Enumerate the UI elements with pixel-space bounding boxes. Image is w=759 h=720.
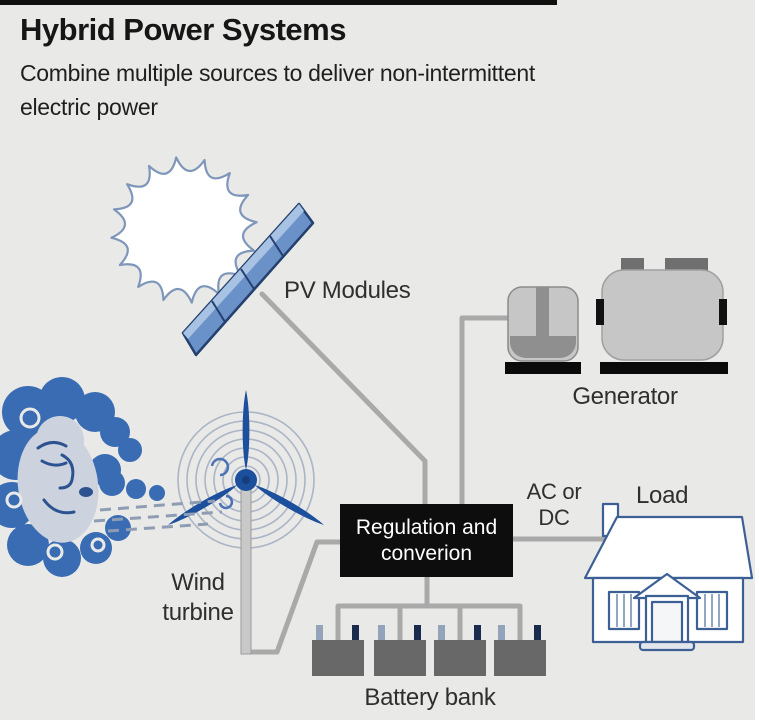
pv-wire: [259, 291, 428, 509]
battery-terminals: [316, 625, 541, 641]
page-title: Hybrid Power Systems: [20, 12, 346, 47]
generator-base: [600, 362, 728, 374]
right-border: [755, 0, 759, 720]
blowing-cloud-icon: [0, 377, 223, 577]
battery: [374, 640, 426, 676]
battery: [434, 640, 486, 676]
wind-curls: [210, 457, 234, 510]
house-window-right: [695, 590, 729, 631]
house-icon: [583, 502, 754, 652]
cloud-face: [17, 416, 99, 543]
wires: [242, 291, 607, 655]
motor-unit: [507, 286, 579, 362]
cloud-mouth: [79, 487, 93, 497]
top-bar: [0, 0, 557, 5]
load-label: Load: [636, 482, 689, 509]
ac-dc-label: AC or DC: [526, 479, 582, 530]
generator-label: Generator: [572, 383, 678, 410]
pv-modules-label: PV Modules: [284, 277, 411, 304]
wind-dash-lines: [93, 499, 223, 533]
panel-dividers: [211, 235, 284, 323]
wind-turbine-wire: [242, 539, 344, 655]
generator-body: [596, 258, 727, 361]
page-subtitle: Combine multiple sources to deliver non-…: [20, 56, 535, 124]
battery: [312, 640, 364, 676]
generator-wire: [459, 315, 512, 509]
battery: [494, 640, 546, 676]
battery-bank-label: Battery bank: [364, 684, 496, 711]
subtitle-line-2: electric power: [20, 94, 158, 120]
engine-generator-icon: [505, 258, 728, 374]
battery-bus-wire: [335, 573, 523, 645]
regulation-box-label: Regulation and converion: [355, 515, 498, 565]
sun-icon: [110, 156, 258, 304]
sun-spikes: [110, 156, 258, 304]
house-step: [638, 640, 696, 652]
solar-panel-icon: [181, 202, 315, 357]
wind-turbine-label: Wind turbine: [162, 569, 234, 626]
motor-base: [505, 362, 581, 374]
regulation-box: Regulation and converion: [340, 504, 513, 577]
turbine-hub-center: [242, 476, 250, 484]
cloud-swirl-highlights: [5, 407, 106, 561]
subtitle-line-1: Combine multiple sources to deliver non-…: [20, 60, 535, 86]
house-door: [650, 600, 684, 644]
battery-bank-icon: [312, 625, 546, 676]
cloud-face-features: [36, 441, 76, 515]
